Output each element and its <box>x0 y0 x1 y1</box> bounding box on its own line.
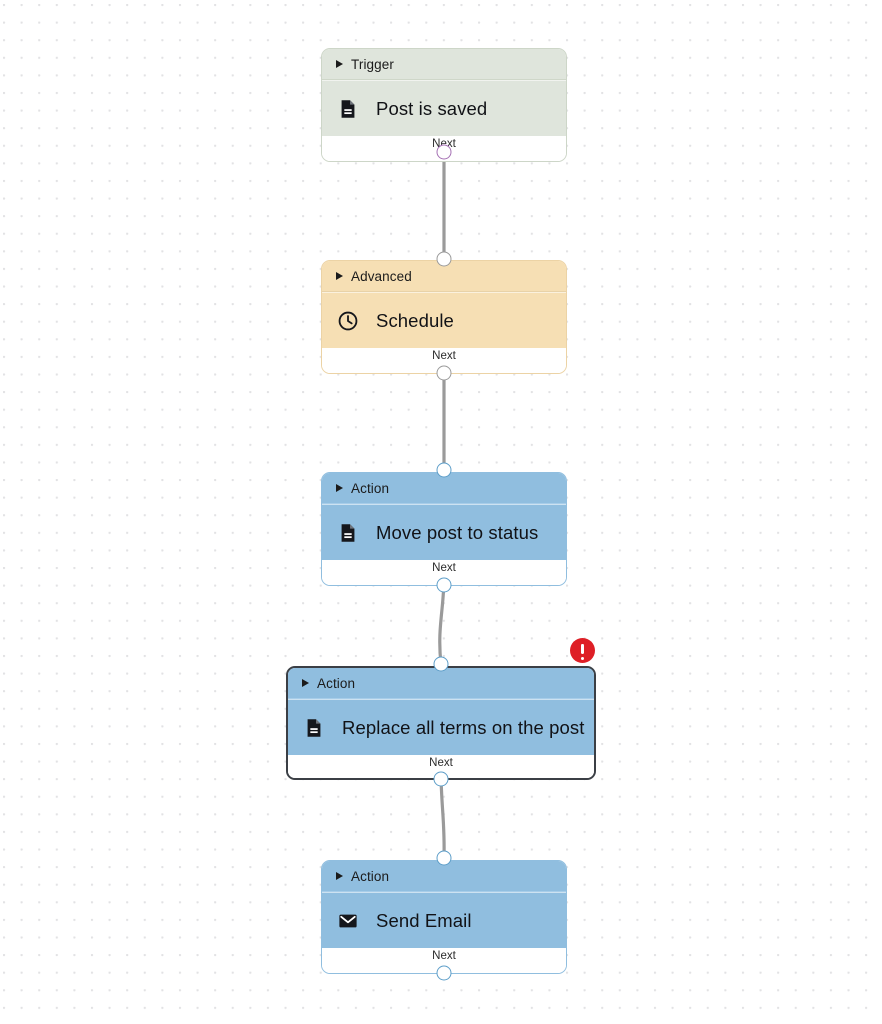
workflow-node-move-post-to-status[interactable]: Action Move post to status Next <box>321 472 567 586</box>
document-icon <box>341 523 355 542</box>
node-output-handle-trigger[interactable] <box>436 144 452 160</box>
workflow-node-replace-all-terms[interactable]: Action Replace all terms on the post Nex… <box>286 666 596 780</box>
node-category-label: Action <box>351 868 390 884</box>
node-body[interactable]: Schedule <box>322 292 566 348</box>
node-header[interactable]: Trigger <box>322 49 566 80</box>
node-body[interactable]: Replace all terms on the post <box>288 699 594 755</box>
workflow-node-send-email[interactable]: Action Send Email Next <box>321 860 567 974</box>
clock-icon <box>338 311 358 330</box>
envelope-icon <box>339 914 357 927</box>
workflow-node-trigger[interactable]: Trigger Post is saved Next <box>321 48 567 162</box>
chevron-right-icon[interactable] <box>302 679 309 687</box>
node-body[interactable]: Send Email <box>322 892 566 948</box>
node-input-handle-advanced[interactable] <box>436 251 452 267</box>
node-body[interactable]: Move post to status <box>322 504 566 560</box>
node-category-label: Advanced <box>351 268 412 284</box>
node-title: Move post to status <box>376 521 539 543</box>
node-header[interactable]: Action <box>322 861 566 892</box>
node-next-label: Next <box>432 350 456 362</box>
node-category-label: Action <box>351 480 390 496</box>
error-exclamation-icon <box>580 644 585 661</box>
node-input-handle-move-post[interactable] <box>436 462 452 478</box>
node-body[interactable]: Post is saved <box>322 80 566 136</box>
node-category-label: Action <box>317 675 356 691</box>
workflow-node-advanced[interactable]: Advanced Schedule Next <box>321 260 567 374</box>
node-title: Post is saved <box>376 97 488 119</box>
chevron-right-icon[interactable] <box>336 872 343 880</box>
node-input-handle-replace-terms[interactable] <box>433 656 449 672</box>
node-output-handle-move-post[interactable] <box>436 577 452 593</box>
node-header[interactable]: Action <box>288 668 594 699</box>
node-error-badge[interactable] <box>570 638 595 663</box>
node-title: Replace all terms on the post <box>342 716 585 738</box>
node-footer[interactable]: Next <box>322 348 566 373</box>
node-next-label: Next <box>432 562 456 574</box>
node-title: Schedule <box>376 309 454 331</box>
document-icon <box>341 99 355 118</box>
node-output-handle-replace-terms[interactable] <box>433 771 449 787</box>
chevron-right-icon[interactable] <box>336 484 343 492</box>
node-next-label: Next <box>432 950 456 962</box>
node-category-label: Trigger <box>351 56 394 72</box>
chevron-right-icon[interactable] <box>336 60 343 68</box>
node-input-handle-send-email[interactable] <box>436 850 452 866</box>
node-output-handle-advanced[interactable] <box>436 365 452 381</box>
node-title: Send Email <box>376 909 472 931</box>
node-next-label: Next <box>429 757 453 769</box>
node-header[interactable]: Action <box>322 473 566 504</box>
node-output-handle-send-email[interactable] <box>436 965 452 981</box>
document-icon <box>307 718 321 737</box>
chevron-right-icon[interactable] <box>336 272 343 280</box>
node-footer[interactable]: Next <box>288 755 594 778</box>
